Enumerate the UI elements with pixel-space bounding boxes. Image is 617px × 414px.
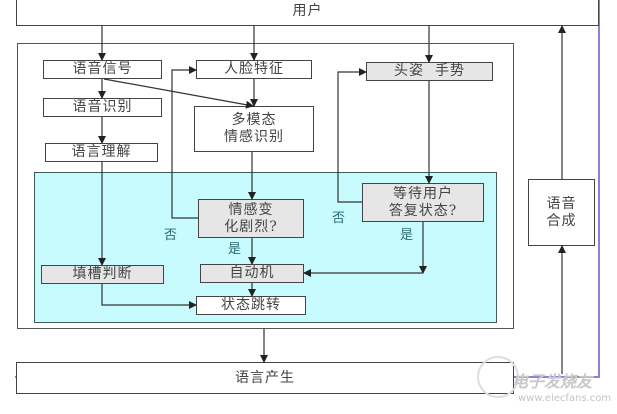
node-waiting-reply-decision: 等待用户 答复状态? — [362, 183, 484, 222]
node-emotion-change-label: 情感变 化剧烈? — [224, 201, 278, 235]
node-multimodal-emotion: 多模态 情感识别 — [194, 106, 314, 152]
node-state-transition: 状态跳转 — [196, 296, 306, 315]
node-state-transition-label: 状态跳转 — [221, 297, 281, 313]
edge-label-waiting-yes: 是 — [400, 228, 414, 243]
watermark-logo-text: 电子发烧友 — [512, 372, 593, 391]
node-head-gesture-label: 头姿 手势 — [394, 63, 465, 79]
edge-slot-transition — [101, 284, 197, 309]
edge-waiting-no-loop — [337, 68, 367, 203]
node-speech-signal-label: 语音信号 — [72, 61, 133, 77]
node-automaton: 自动机 — [200, 264, 304, 283]
edge-emotion-no-loop — [171, 66, 198, 219]
node-user: 用户 — [16, 0, 599, 26]
node-slot-judgment-label: 填槽判断 — [72, 266, 133, 282]
node-language-understanding-label: 语言理解 — [71, 144, 132, 160]
edge-label-waiting-no: 否 — [332, 211, 346, 226]
edge-signal-multimodal — [103, 78, 254, 109]
node-speech-synthesis: 语音 合成 — [528, 179, 595, 246]
node-waiting-reply-label: 等待用户 答复状态? — [388, 185, 458, 219]
node-automaton-label: 自动机 — [229, 265, 275, 281]
node-language-generation-label: 语言产生 — [235, 369, 295, 386]
node-multimodal-emotion-label: 多模态 情感识别 — [224, 112, 284, 145]
node-speech-recognition-label: 语音识别 — [72, 99, 133, 115]
watermark-url: www.elecfans.com — [518, 393, 612, 404]
frame-line-right — [598, 0, 600, 378]
node-user-label: 用户 — [292, 2, 323, 19]
edge-label-emotion-yes: 是 — [228, 242, 242, 257]
node-speech-synthesis-label: 语音 合成 — [546, 195, 577, 229]
node-face-features-label: 人脸特征 — [224, 61, 284, 77]
edge-label-emotion-no: 否 — [164, 228, 178, 243]
node-language-generation: 语言产生 — [16, 362, 514, 394]
node-speech-signal: 语音信号 — [43, 60, 162, 79]
watermark-logo-icon — [477, 356, 519, 398]
node-emotion-change-decision: 情感变 化剧烈? — [198, 199, 304, 238]
